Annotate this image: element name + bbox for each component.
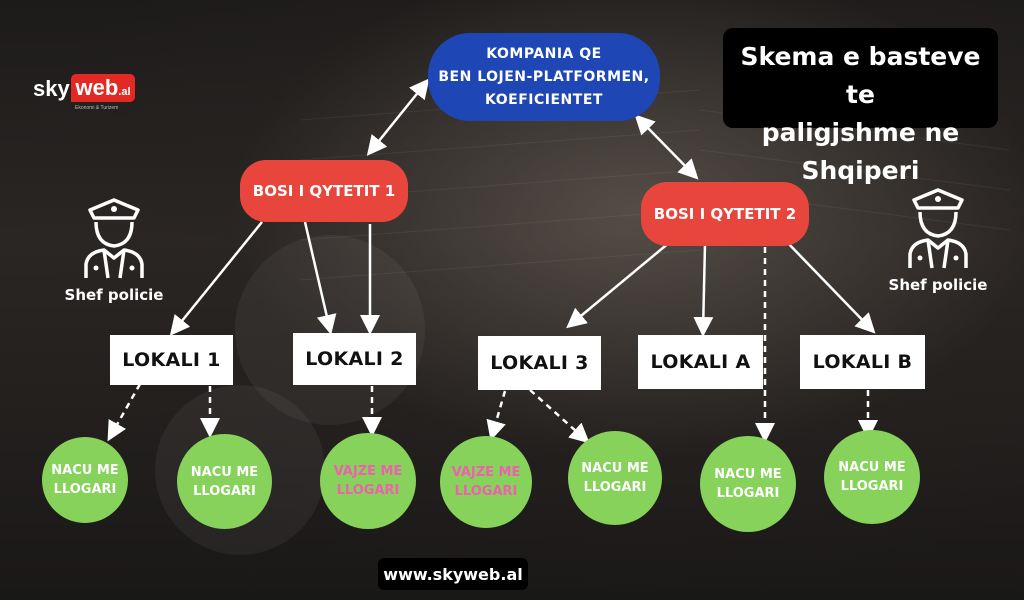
boss2-lokali3-arrow: [566, 241, 671, 329]
account-7-line-1: NACU ME: [838, 460, 906, 475]
account-3-line-1: VAJZE ME: [333, 464, 403, 479]
boss2-lokaliB-arrow: [784, 239, 876, 334]
lokali-3-node: LOKALI 3: [478, 336, 601, 390]
connector-layer: [107, 78, 878, 444]
page-title: Skema e basteve te paligjshme ne Shqiper…: [723, 28, 998, 185]
police-chief-right: Shef policie: [888, 186, 988, 294]
logo-web-badge: web.al: [71, 74, 135, 102]
boss1-lokali2-arrow: [303, 221, 337, 335]
police-right-label: Shef policie: [888, 276, 988, 294]
skyweb-logo: sky web.al Ekonomi & Turizem: [33, 74, 153, 114]
account-2-line-1: NACU ME: [190, 464, 259, 480]
lokali-b-node: LOKALI B: [800, 335, 925, 389]
police-officer-icon: [908, 188, 968, 269]
boss-city-1-node: BOSI I QYTETIT 1: [240, 160, 408, 222]
logo-sky-text: sky: [33, 76, 70, 101]
account-circle-3: VAJZE ME LLOGARI: [320, 433, 416, 529]
lokali3-account-arrow: [486, 390, 507, 441]
account-7-line-2: LLOGARI: [840, 479, 904, 494]
infographic-frame: sky web.al Ekonomi & Turizem Skema e bas…: [0, 0, 1024, 600]
logo-tagline: Ekonomi & Turizem: [75, 105, 119, 111]
lokali-2-node: LOKALI 2: [293, 333, 416, 385]
company-boss2-arrow: [634, 114, 699, 180]
lokali-1-node: LOKALI 1: [110, 335, 233, 385]
company-line-3: KOEFICIENTET: [485, 91, 603, 108]
account-1-line-2: LLOGARI: [53, 482, 117, 497]
boss-city-2-node: BOSI I QYTETIT 2: [641, 182, 809, 246]
boss2-lokaliA-arrow: [693, 243, 714, 337]
lokali-a-node: LOKALI A: [638, 335, 763, 389]
account-5-line-1: NACU ME: [581, 461, 649, 476]
title-line-2: paligjshme ne Shqiperi: [761, 118, 960, 185]
account-circle-4: VAJZE ME LLOGARI: [440, 436, 532, 528]
police-chief-left: Shef policie: [64, 196, 164, 304]
lokali1-account-arrow: [107, 383, 142, 442]
account-circle-1: NACU ME LLOGARI: [42, 437, 128, 523]
account-6-line-1: NACU ME: [714, 467, 782, 482]
account-1-line-1: NACU ME: [51, 463, 119, 478]
account-circle-7: NACU ME LLOGARI: [824, 430, 920, 524]
boss1-lokali1-arrow: [169, 221, 263, 336]
lokali3-account2-arrow: [529, 389, 590, 444]
company-line-2: BEN LOJEN-PLATFORMEN,: [438, 68, 650, 85]
account-circle-2: NACU ME LLOGARI: [177, 434, 272, 529]
account-circle-5: NACU ME LLOGARI: [568, 431, 662, 525]
account-6-line-2: LLOGARI: [716, 486, 780, 501]
website-url: www.skyweb.al: [378, 558, 528, 590]
account-2-line-2: LLOGARI: [193, 483, 256, 499]
company-boss1-arrow: [366, 78, 430, 156]
account-5-line-2: LLOGARI: [583, 480, 647, 495]
logo-web-text: web: [75, 75, 119, 100]
logo-suffix-text: .al: [118, 86, 131, 98]
account-3-line-2: LLOGARI: [336, 483, 400, 498]
police-left-label: Shef policie: [64, 286, 164, 304]
police-officer-icon: [84, 198, 144, 279]
account-4-line-2: LLOGARI: [454, 484, 518, 499]
company-line-1: KOMPANIA QE: [486, 45, 602, 62]
company-node: KOMPANIA QE BEN LOJEN-PLATFORMEN, KOEFIC…: [428, 33, 660, 121]
account-4-line-1: VAJZE ME: [451, 465, 521, 480]
title-line-1: Skema e basteve te: [740, 42, 981, 109]
account-circle-6: NACU ME LLOGARI: [700, 436, 796, 532]
